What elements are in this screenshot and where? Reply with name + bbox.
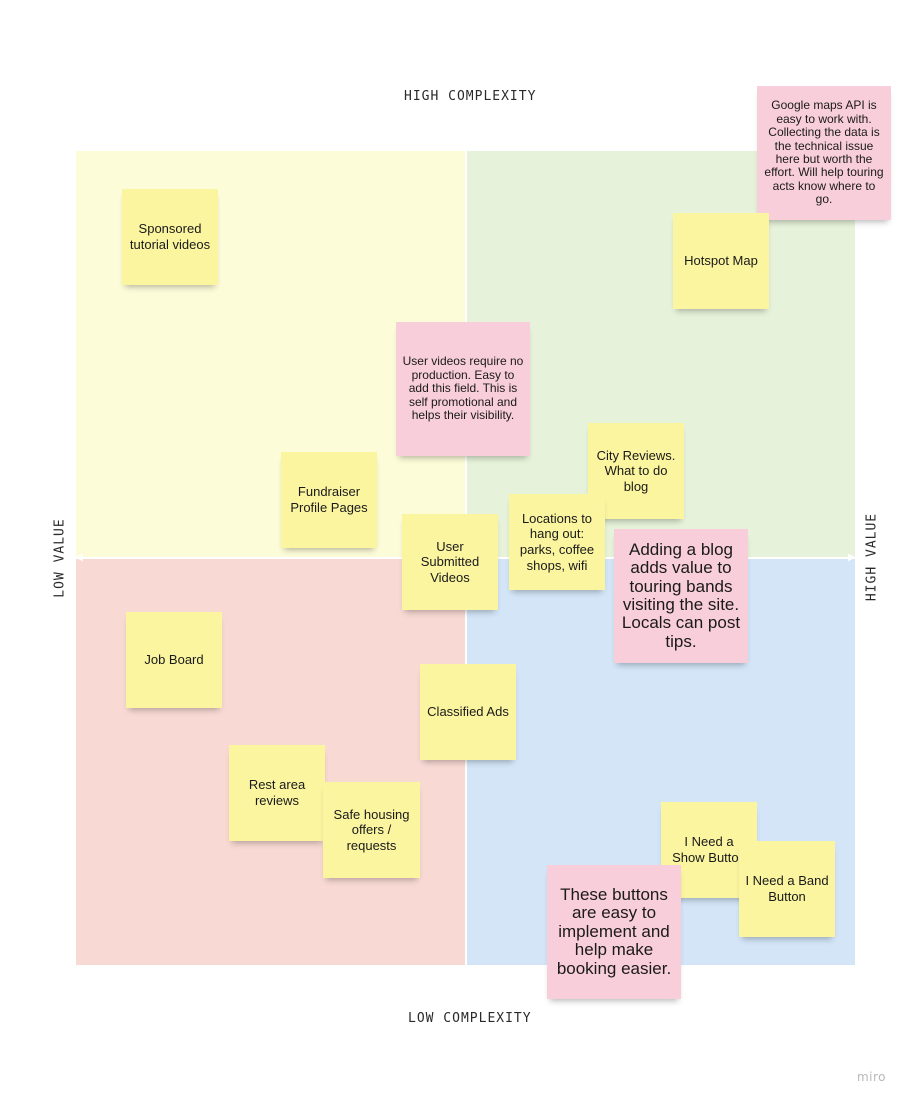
sticky-note-user-submitted-videos[interactable]: User Submitted Videos	[402, 514, 498, 610]
arrow-right-icon: ▶	[848, 552, 856, 563]
sticky-note-maps-api-comment[interactable]: Google maps API is easy to work with. Co…	[757, 86, 891, 220]
axis-label-left: LOW VALUE	[52, 518, 68, 598]
arrow-left-icon: ◀	[75, 552, 83, 563]
sticky-note-classified-ads[interactable]: Classified Ads	[420, 664, 516, 760]
sticky-note-locations[interactable]: Locations to hang out: parks, coffee sho…	[509, 494, 605, 590]
sticky-note-band-button[interactable]: I Need a Band Button	[739, 841, 835, 937]
sticky-note-fundraiser-pages[interactable]: Fundraiser Profile Pages	[281, 452, 377, 548]
sticky-note-blog-comment[interactable]: Adding a blog adds value to touring band…	[614, 529, 748, 663]
axis-label-right: HIGH VALUE	[864, 512, 880, 602]
axis-label-top: HIGH COMPLEXITY	[404, 89, 537, 104]
axis-label-bottom: LOW COMPLEXITY	[408, 1011, 532, 1026]
miro-logo: miro	[856, 1070, 886, 1084]
sticky-note-buttons-comment[interactable]: These buttons are easy to implement and …	[547, 865, 681, 999]
sticky-note-job-board[interactable]: Job Board	[126, 612, 222, 708]
sticky-note-hotspot-map[interactable]: Hotspot Map	[673, 213, 769, 309]
sticky-note-sponsored-videos[interactable]: Sponsored tutorial videos	[122, 189, 218, 285]
sticky-note-rest-area-reviews[interactable]: Rest area reviews	[229, 745, 325, 841]
sticky-note-safe-housing[interactable]: Safe housing offers / requests	[323, 782, 420, 878]
sticky-note-user-videos-comment[interactable]: User videos require no production. Easy …	[396, 322, 530, 456]
